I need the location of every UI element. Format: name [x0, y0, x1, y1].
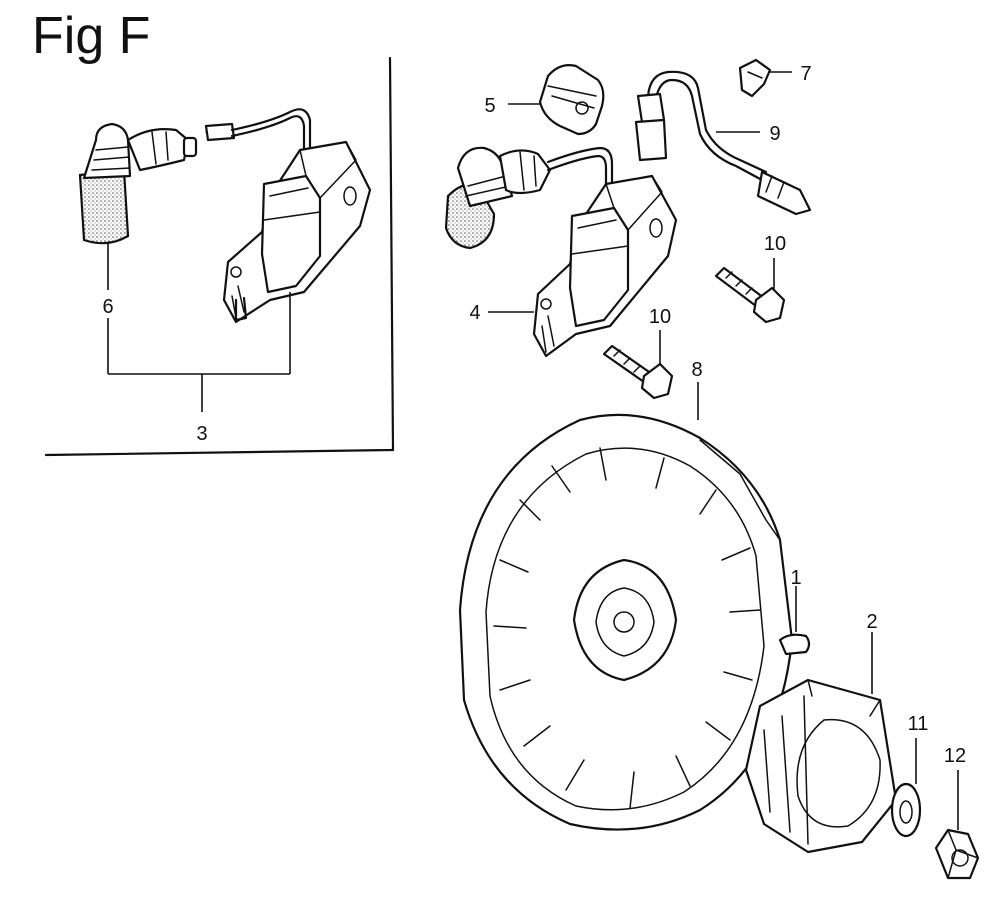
- part-10-bolt-lower: [602, 330, 674, 400]
- part-7-clip: [738, 58, 792, 98]
- part-4-ignition-coil: [488, 174, 678, 358]
- main-spark-plug-cap: [444, 146, 614, 250]
- callout-1: 1: [790, 567, 801, 589]
- part-1-key: [778, 586, 811, 656]
- part-9-wire: [634, 70, 812, 216]
- inset-ignition-coil: [204, 108, 372, 324]
- inset-frame: [44, 56, 395, 457]
- part-11-washer: [890, 738, 922, 838]
- callout-9: 9: [769, 123, 780, 145]
- callout-7: 7: [800, 63, 811, 85]
- callout-5: 5: [484, 95, 495, 117]
- part-5-switch: [508, 64, 605, 136]
- part-2-starter-cup: [744, 632, 898, 854]
- callout-3: 3: [196, 423, 207, 445]
- inset-spark-plug-cap: [78, 122, 198, 245]
- callout-8: 8: [691, 359, 702, 381]
- figure-title: Fig F: [32, 7, 151, 65]
- callout-2: 2: [866, 611, 877, 633]
- part-10-bolt-upper: [714, 258, 786, 324]
- callout-6: 6: [102, 296, 113, 318]
- part-8-flywheel: [458, 382, 794, 831]
- callout-10-lower: 10: [649, 306, 671, 328]
- callout-4: 4: [469, 302, 480, 324]
- callout-10-upper: 10: [764, 233, 786, 255]
- inset-leaders: [107, 244, 291, 412]
- part-12-nut: [934, 770, 980, 880]
- callout-11: 11: [908, 713, 929, 735]
- callout-12: 12: [944, 745, 966, 767]
